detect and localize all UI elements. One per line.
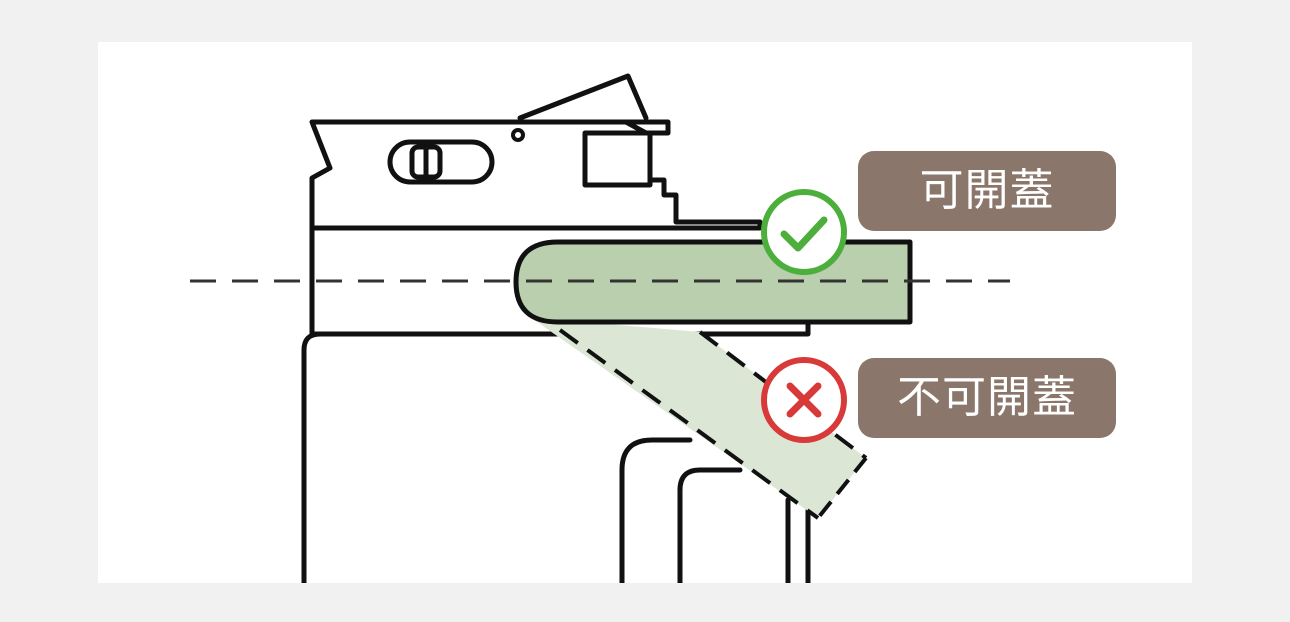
- cannot-open-label: 不可開蓋: [858, 358, 1116, 438]
- handle-rotated: [520, 310, 866, 518]
- lid-spout: [517, 73, 649, 121]
- handle-rotated-edge-bottom: [558, 328, 820, 520]
- lid-window: [582, 130, 653, 188]
- cross-circle-icon: [761, 357, 847, 443]
- check-circle-icon: [761, 189, 847, 275]
- can-open-label: 可開蓋: [858, 151, 1116, 231]
- lock-slider: [387, 139, 495, 185]
- lock-dot: [511, 128, 525, 142]
- handle-rotated-end: [816, 456, 868, 520]
- lid-top-outline: [309, 119, 763, 231]
- bottle-inner-right: [677, 467, 743, 583]
- bottle-inner-left: [619, 437, 693, 583]
